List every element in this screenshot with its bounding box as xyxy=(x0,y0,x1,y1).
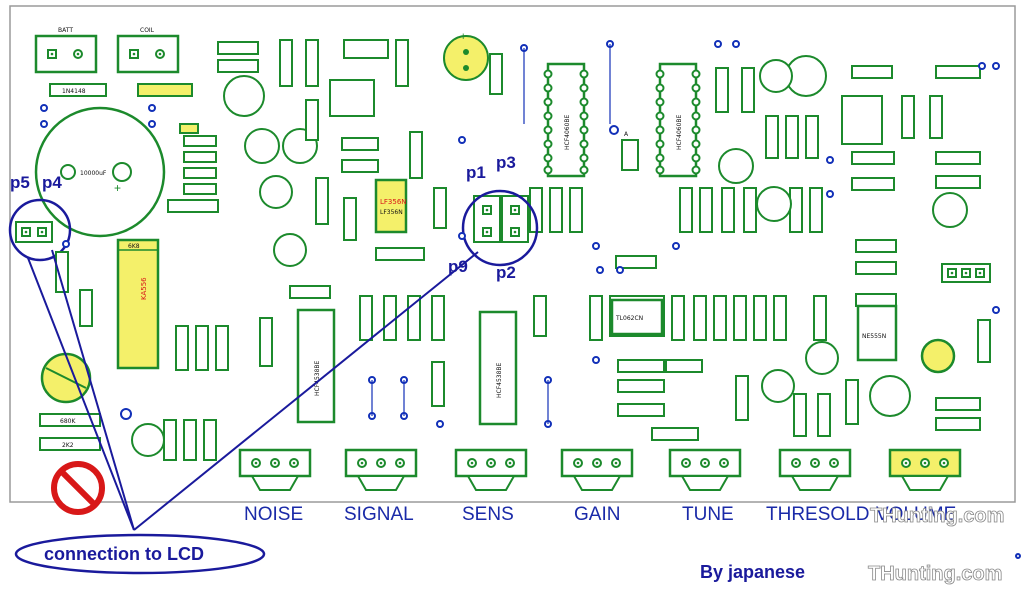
big-capacitor: 10000uF + xyxy=(34,106,166,238)
cap-yellow-right xyxy=(920,338,956,374)
transistor-mid-left xyxy=(131,75,318,457)
pot-tune xyxy=(668,448,742,491)
pot-label-noise: NOISE xyxy=(244,504,303,525)
svg-text:A: A xyxy=(624,131,629,138)
pot-label-volume: VOLUME xyxy=(876,504,956,525)
pot-sens xyxy=(454,448,528,491)
svg-text:680K: 680K xyxy=(60,418,76,425)
watermark-bottom: THunting.com xyxy=(868,563,1002,585)
svg-text:HCF4538BE: HCF4538BE xyxy=(314,360,321,396)
svg-text:NE555N: NE555N xyxy=(862,333,886,340)
svg-text:HCF4538BE: HCF4538BE xyxy=(496,362,503,398)
svg-text:6K8: 6K8 xyxy=(128,243,140,250)
connection-label: connection to LCD xyxy=(14,533,266,575)
diode-top: 1N4148 xyxy=(49,83,107,97)
diode-bank-top xyxy=(217,39,423,241)
ic-hcf4060-d9: HCF4060BE xyxy=(543,62,589,178)
transistors-top-right xyxy=(718,55,968,228)
lcd-highlight-center xyxy=(461,189,539,267)
resistor-bank-left xyxy=(167,123,219,213)
connection-lines xyxy=(27,249,479,531)
cap-10uf-yellow: + xyxy=(443,31,489,81)
pin-label-p1: p1 xyxy=(466,163,486,182)
svg-text:LF356N: LF356N xyxy=(380,198,407,206)
resistors-middle-top xyxy=(375,53,583,261)
svg-text:BATT: BATT xyxy=(58,27,73,34)
pot-label-gain: GAIN xyxy=(574,504,620,525)
pot-noise xyxy=(238,448,312,491)
svg-text:TL062CN: TL062CN xyxy=(615,315,643,322)
ic-hcf4538-d3: HCF4538BE xyxy=(478,310,518,426)
pot-signal xyxy=(344,448,418,491)
prohibited-icon xyxy=(51,461,105,515)
transistors-middle xyxy=(761,341,911,417)
pot-label-tune: TUNE xyxy=(682,504,734,525)
author-credit: By japanese xyxy=(700,562,805,582)
ic-ne555: NE555N xyxy=(856,304,898,362)
pin-label-p2: p2 xyxy=(496,263,516,282)
ic-ka556: KA556 6K8 xyxy=(116,238,160,370)
batt-connector: BATT xyxy=(34,27,98,74)
header-right xyxy=(941,263,991,283)
blue-traces xyxy=(371,44,611,424)
svg-text:LF356N: LF356N xyxy=(380,209,403,216)
resistors-top-right xyxy=(679,65,981,233)
svg-text:+: + xyxy=(114,181,121,195)
watermark-mid: THunting.com xyxy=(870,505,1004,527)
lcd-pads-p5-p4 xyxy=(8,198,72,262)
yellow-zener xyxy=(137,83,193,97)
pin-label-p5: p5 xyxy=(10,173,30,192)
pot-label-thresold: THRESOLD xyxy=(766,504,869,525)
ic-hcf4538-d2: HCF4538BE xyxy=(296,308,336,424)
svg-text:1N4148: 1N4148 xyxy=(62,88,86,95)
resistors-left-column xyxy=(55,251,273,371)
pot-label-sens: SENS xyxy=(462,504,514,525)
board-outline xyxy=(9,5,1016,503)
pot-gain xyxy=(560,448,634,491)
regulator-yellow xyxy=(40,352,92,404)
svg-text:connection to LCD: connection to LCD xyxy=(44,544,204,564)
pin-label-p3: p3 xyxy=(496,153,516,172)
ic-tl062-mid: TL062CN xyxy=(610,298,664,336)
svg-text:KA556: KA556 xyxy=(140,277,148,300)
lcd-highlight-left xyxy=(8,198,72,262)
svg-text:COIL: COIL xyxy=(140,27,155,34)
svg-text:+: + xyxy=(460,31,466,43)
svg-text:HCF4060BE: HCF4060BE xyxy=(676,114,683,150)
ic-hcf4060-d8: HCF4060BE xyxy=(655,62,701,178)
button-pads: A xyxy=(621,131,639,171)
pot-label-signal: SIGNAL xyxy=(344,504,414,525)
svg-text:2K2: 2K2 xyxy=(62,442,74,449)
svg-text:HCF4060BE: HCF4060BE xyxy=(564,114,571,150)
resistors-bottom-left xyxy=(39,413,101,451)
coil-connector: COIL xyxy=(116,27,180,74)
svg-text:10000uF: 10000uF xyxy=(80,170,107,177)
pin-label-p4: p4 xyxy=(42,173,62,192)
lcd-pads-p1-p9 xyxy=(461,189,539,267)
ic-lf356: LF356N LF356N xyxy=(374,178,408,234)
pot-thresold xyxy=(778,448,852,491)
resistor-pair-bottom xyxy=(163,419,217,461)
pot-volume xyxy=(888,448,962,491)
